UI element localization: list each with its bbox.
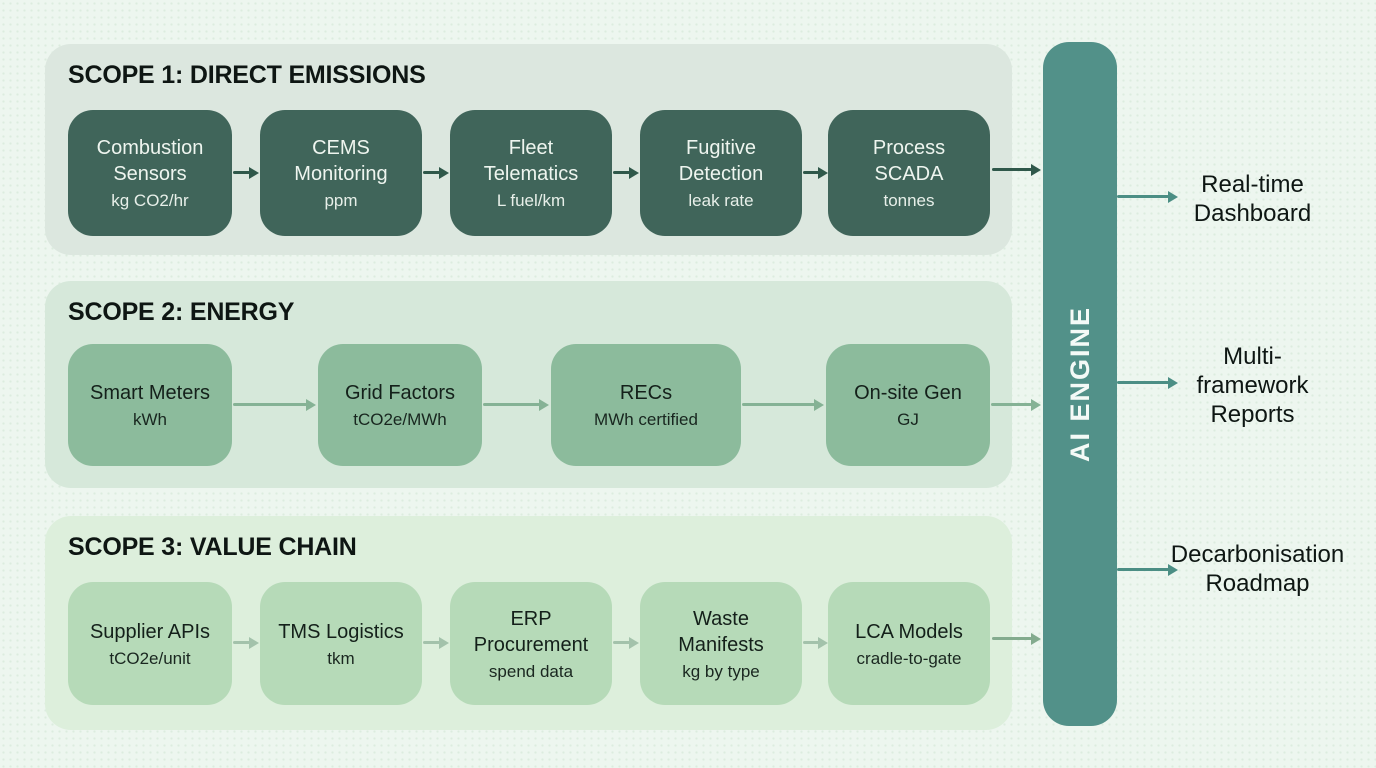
node-unit: tCO2e/MWh xyxy=(353,410,447,429)
arrow-icon xyxy=(803,166,828,179)
ai-engine-label: AI ENGINE xyxy=(1064,305,1095,463)
node-unit: cradle-to-gate xyxy=(856,648,962,668)
arrow-to-reports-icon xyxy=(1117,376,1178,389)
node-unit: kg by type xyxy=(682,661,760,681)
arrow-icon xyxy=(423,636,449,649)
node-label: Waste Manifests xyxy=(678,607,764,656)
output-real-time-dashboard: Real-time Dashboard xyxy=(1193,171,1312,227)
arrow-icon xyxy=(613,166,639,179)
node-label: Process SCADA xyxy=(872,137,946,185)
node-unit: MWh certified xyxy=(594,410,698,429)
arrow-icon xyxy=(233,398,316,411)
scope-2-title: SCOPE 2: ENERGY xyxy=(68,298,295,326)
node-label: Supplier APIs xyxy=(89,620,211,643)
node-cems-monitoring: CEMS Monitoring ppm xyxy=(260,110,422,236)
node-combustion-sensors: Combustion Sensors kg CO2/hr xyxy=(68,110,232,236)
node-fugitive-detection: Fugitive Detection leak rate xyxy=(640,110,802,236)
node-label: Combustion Sensors xyxy=(96,137,204,185)
output-decarbonisation-roadmap: Decarbonisation Roadmap xyxy=(1170,541,1345,597)
node-tms-logistics: TMS Logistics tkm xyxy=(260,582,422,705)
arrow-icon xyxy=(423,166,449,179)
node-label: Fugitive Detection xyxy=(678,137,764,185)
output-multi-framework-reports: Multi- framework Reports xyxy=(1196,343,1309,428)
node-label: ERP Procurement xyxy=(473,607,589,656)
arrow-to-engine-icon xyxy=(991,398,1041,411)
arrow-icon xyxy=(233,166,259,179)
node-unit: tCO2e/unit xyxy=(109,648,191,668)
node-supplier-apis: Supplier APIs tCO2e/unit xyxy=(68,582,232,705)
node-label: On-site Gen xyxy=(854,382,962,404)
node-label: LCA Models xyxy=(855,620,963,643)
node-label: RECs xyxy=(619,382,673,404)
arrow-icon xyxy=(233,636,259,649)
node-label: TMS Logistics xyxy=(278,620,404,643)
arrow-icon xyxy=(483,398,549,411)
node-label: CEMS Monitoring xyxy=(294,137,388,185)
arrow-to-engine-icon xyxy=(992,163,1041,176)
arrow-icon xyxy=(613,636,639,649)
node-unit: tonnes xyxy=(883,191,935,210)
ai-engine-bar: AI ENGINE xyxy=(1043,42,1117,726)
node-on-site-gen: On-site Gen GJ xyxy=(826,344,990,466)
node-process-scada: Process SCADA tonnes xyxy=(828,110,990,236)
node-label: Fleet Telematics xyxy=(483,137,579,185)
node-recs: RECs MWh certified xyxy=(551,344,741,466)
node-smart-meters: Smart Meters kWh xyxy=(68,344,232,466)
node-unit: GJ xyxy=(897,410,919,429)
scope-3-title: SCOPE 3: VALUE CHAIN xyxy=(68,533,357,561)
node-label: Smart Meters xyxy=(89,382,211,404)
node-unit: leak rate xyxy=(688,191,754,210)
node-lca-models: LCA Models cradle-to-gate xyxy=(828,582,990,705)
arrow-icon xyxy=(803,636,828,649)
node-unit: kWh xyxy=(133,410,167,429)
arrow-to-roadmap-icon xyxy=(1117,563,1178,576)
node-unit: ppm xyxy=(324,191,358,210)
node-erp-procurement: ERP Procurement spend data xyxy=(450,582,612,705)
node-unit: tkm xyxy=(327,648,355,668)
node-label: Grid Factors xyxy=(344,382,456,404)
node-unit: kg CO2/hr xyxy=(111,191,189,210)
arrow-to-dashboard-icon xyxy=(1117,190,1178,203)
node-fleet-telematics: Fleet Telematics L fuel/km xyxy=(450,110,612,236)
node-unit: spend data xyxy=(488,661,574,681)
node-unit: L fuel/km xyxy=(496,191,566,210)
arrow-icon xyxy=(742,398,824,411)
node-waste-manifests: Waste Manifests kg by type xyxy=(640,582,802,705)
node-grid-factors: Grid Factors tCO2e/MWh xyxy=(318,344,482,466)
arrow-to-engine-icon xyxy=(992,632,1041,645)
scope-1-title: SCOPE 1: DIRECT EMISSIONS xyxy=(68,61,426,89)
